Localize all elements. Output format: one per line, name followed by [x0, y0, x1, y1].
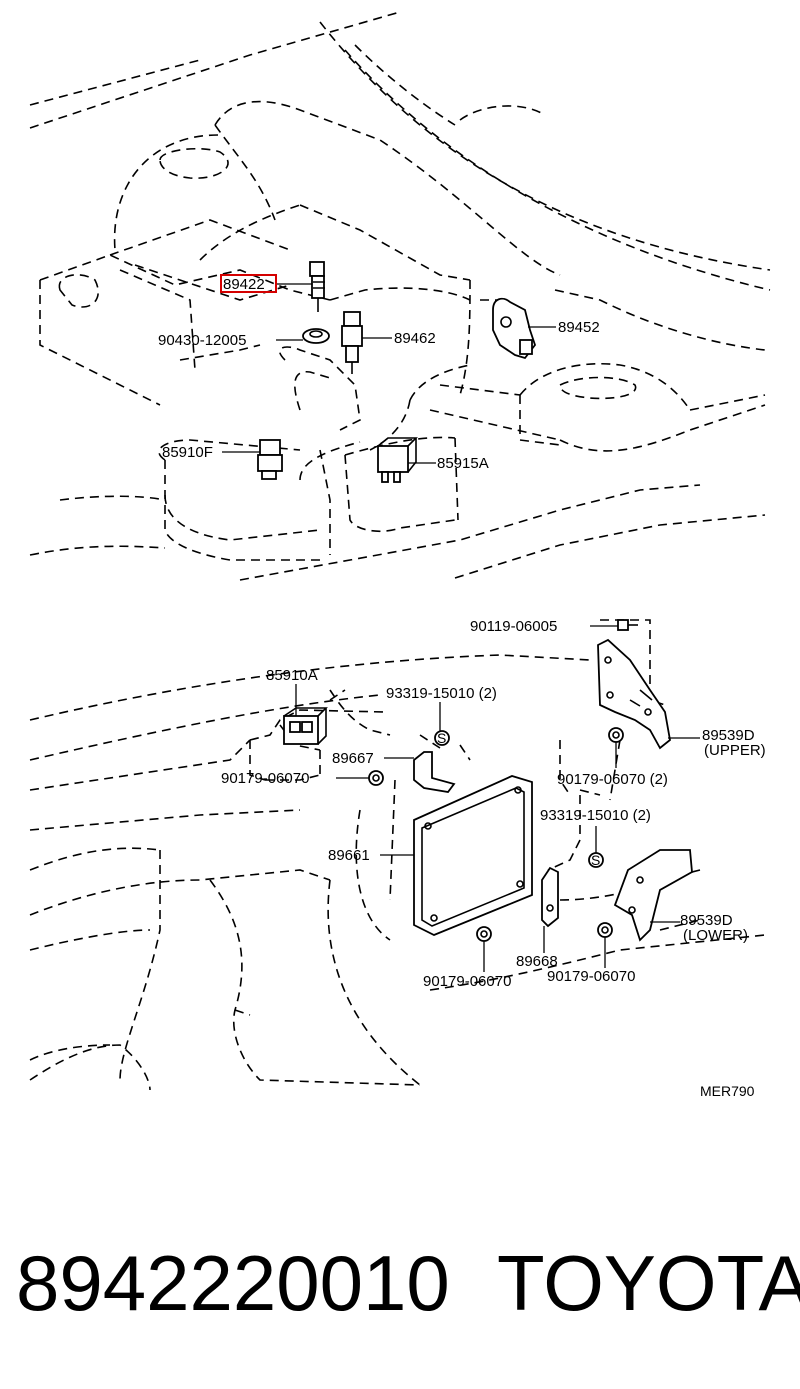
label-90119: 90119-06005: [470, 618, 557, 635]
part-85910F-switch: [257, 439, 283, 480]
leader-lines-bottom: [295, 625, 700, 972]
label-89462: 89462: [394, 330, 436, 347]
label-85910F: 85910F: [162, 444, 213, 461]
label-89668: 89668: [516, 953, 558, 970]
label-89539D-upper: 89539D: [702, 727, 755, 744]
label-85910A: 85910A: [266, 667, 318, 684]
part-90430-gasket: [302, 328, 330, 344]
label-89452: 89452: [558, 319, 600, 336]
part-89661-ecu: [413, 775, 533, 936]
label-90179-right: 90179-06070 (2): [557, 771, 668, 788]
part-89452-sensor: [492, 297, 537, 360]
footer-part-number: 8942220010: [16, 1239, 450, 1327]
engine-bay-outline: [29, 11, 771, 581]
label-90179-left: 90179-06070: [221, 770, 309, 787]
part-93319-screw-mid: S: [588, 852, 604, 868]
part-89539D-upper-bracket: [597, 638, 671, 750]
part-90179-nut-right: [608, 727, 624, 743]
part-93319-screw-top: S: [434, 730, 450, 746]
label-93319-mid: 93319-15010 (2): [540, 807, 651, 824]
svg-text:S: S: [437, 730, 446, 746]
leader-lines-top: [222, 283, 556, 464]
part-85910A-switch: [283, 707, 328, 745]
part-89422-sensor: [309, 261, 325, 312]
footer-brand: TOYOTA: [497, 1239, 800, 1327]
label-upper-note: (UPPER): [704, 742, 766, 759]
part-89668-bracket: [541, 866, 559, 928]
svg-text:S: S: [591, 852, 600, 868]
label-90179-bottom-right: 90179-06070: [547, 968, 635, 985]
part-89462-sensor: [341, 311, 363, 374]
label-89539D-lower: 89539D: [680, 912, 733, 929]
label-85915A: 85915A: [437, 455, 489, 472]
diagram-code: MER790: [700, 1083, 755, 1099]
part-90179-nut-left: [368, 770, 384, 786]
label-89667: 89667: [332, 750, 374, 767]
part-89667-bracket: [413, 751, 456, 793]
label-90179-bottom-left: 90179-06070: [423, 973, 511, 990]
part-85915A-relay: [377, 437, 418, 483]
part-89539D-lower-bracket: [613, 849, 693, 942]
label-93319-top: 93319-15010 (2): [386, 685, 497, 702]
label-89422: 89422: [223, 276, 265, 293]
label-90430: 90430-12005: [158, 332, 246, 349]
part-90179-nut-bottom-left: [476, 926, 492, 942]
part-90179-nut-bottom-right: [597, 922, 613, 938]
label-89661: 89661: [328, 847, 370, 864]
cabin-outline: [29, 619, 766, 1091]
label-lower-note: (LOWER): [683, 927, 748, 944]
part-90119-bolt: [617, 619, 638, 631]
highlight-box: [220, 274, 277, 293]
